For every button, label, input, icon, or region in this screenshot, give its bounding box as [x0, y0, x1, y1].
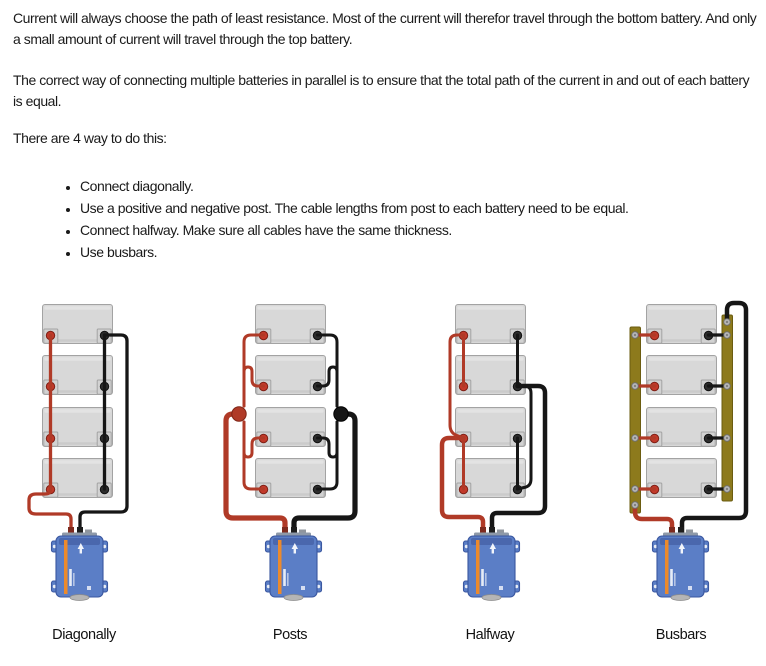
figure-label-halfway: Halfway	[465, 627, 515, 643]
busbar-screw-icon	[723, 434, 731, 442]
positive-main-cable	[632, 502, 675, 536]
battery-icon	[646, 407, 717, 447]
busbar-screw-icon	[631, 501, 639, 509]
battery-icon	[455, 355, 526, 395]
bullet-busbars: Use busbars.	[80, 241, 758, 263]
battery-icon	[255, 304, 326, 344]
document-text: Current will always choose the path of l…	[13, 8, 758, 263]
figure-label-diagonally: Diagonally	[52, 627, 116, 643]
busbar-screw-icon	[631, 331, 639, 339]
figure-label-busbars: Busbars	[655, 627, 707, 643]
methods-bullet-list: Connect diagonally. Use a positive and n…	[13, 175, 758, 263]
busbar-screw-icon	[723, 318, 731, 326]
figure-label-posts: Posts	[272, 627, 308, 643]
battery-icon	[255, 355, 326, 395]
bullet-diagonally: Connect diagonally.	[80, 175, 758, 197]
negative-main-cable	[78, 333, 129, 535]
battery-icon	[455, 458, 526, 498]
negative-main-cable	[489, 383, 548, 536]
battery-icon	[42, 407, 113, 447]
bullet-halfway: Connect halfway. Make sure all cables ha…	[80, 219, 758, 241]
negative-main-cable	[679, 300, 749, 536]
battery-icon	[255, 407, 326, 447]
battery-icon	[455, 407, 526, 447]
positive-post-cable	[242, 333, 265, 408]
battery-icon	[646, 458, 717, 498]
busbar-screw-icon	[631, 434, 639, 442]
negative-post-cable	[316, 420, 339, 491]
battery-icon	[42, 355, 113, 395]
busbar-screw-icon	[723, 382, 731, 390]
battery-icon	[42, 304, 113, 344]
busbar-screw-icon	[631, 382, 639, 390]
negative-post-cable	[316, 365, 339, 408]
battery-icon	[646, 304, 717, 344]
negative-post	[333, 406, 349, 422]
negative-post-cable	[316, 333, 339, 408]
positive-main-cable	[27, 485, 73, 535]
negative-busbar	[721, 314, 733, 502]
diagram-diagonally	[27, 304, 129, 602]
inverter-icon	[264, 526, 323, 602]
busbar-screw-icon	[723, 485, 731, 493]
busbar-screw-icon	[631, 485, 639, 493]
inverter-icon	[462, 526, 521, 602]
positive-bridge-cable	[448, 333, 465, 440]
positive-post-cable	[242, 365, 265, 408]
positive-post-cable	[242, 420, 265, 491]
battery-icon	[42, 458, 113, 498]
positive-main-cable	[223, 411, 288, 536]
paragraph-four-ways: There are 4 way to do this:	[13, 130, 167, 146]
inverter-icon	[50, 526, 109, 602]
busbar-screw-icon	[723, 331, 731, 339]
positive-busbar	[629, 326, 641, 514]
paragraph-correct-way: The correct way of connecting multiple b…	[13, 72, 750, 109]
positive-main-cable	[439, 435, 486, 536]
negative-main-cable	[291, 411, 358, 536]
battery-icon	[646, 355, 717, 395]
positive-post	[231, 406, 247, 422]
inverter-icon	[651, 526, 710, 602]
battery-icon	[455, 304, 526, 344]
battery-icon	[255, 458, 326, 498]
diagram-halfway	[439, 304, 548, 602]
paragraph-least-resistance: Current will always choose the path of l…	[13, 10, 757, 47]
diagram-posts	[223, 304, 358, 602]
bullet-posts: Use a positive and negative post. The ca…	[80, 197, 758, 219]
diagram-busbars	[629, 300, 749, 602]
